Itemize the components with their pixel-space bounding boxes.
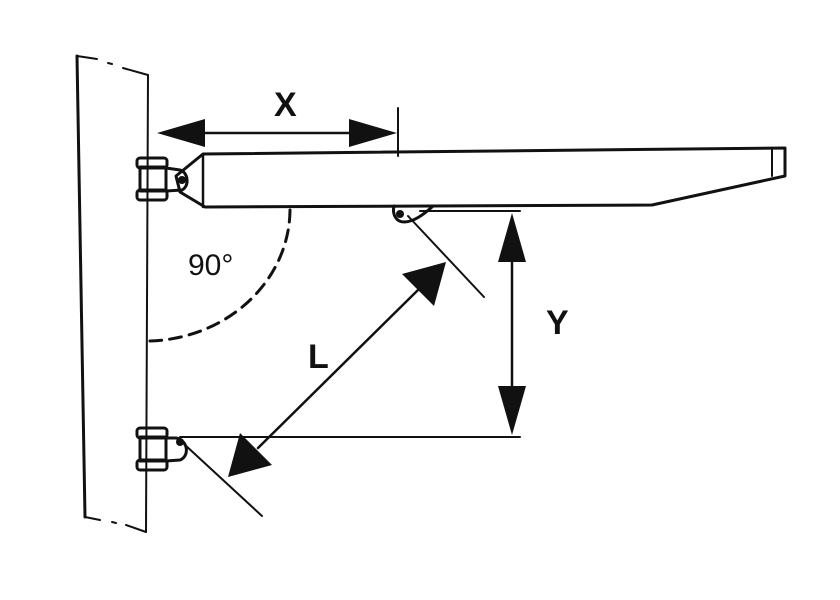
reference-lines <box>179 107 521 517</box>
y-dimension <box>498 213 526 435</box>
wall <box>75 54 149 533</box>
upper-hinge <box>135 156 189 202</box>
l-dimension <box>228 262 446 477</box>
x-label: X <box>274 86 297 124</box>
right-angle-arc <box>148 208 292 343</box>
y-label: Y <box>546 304 569 342</box>
boom-arm <box>174 146 787 209</box>
angle-label: 90° <box>188 249 233 282</box>
x-dimension <box>157 119 397 147</box>
l-label: L <box>308 338 329 376</box>
lower-hinge <box>135 426 188 472</box>
strut-lug <box>392 204 434 224</box>
